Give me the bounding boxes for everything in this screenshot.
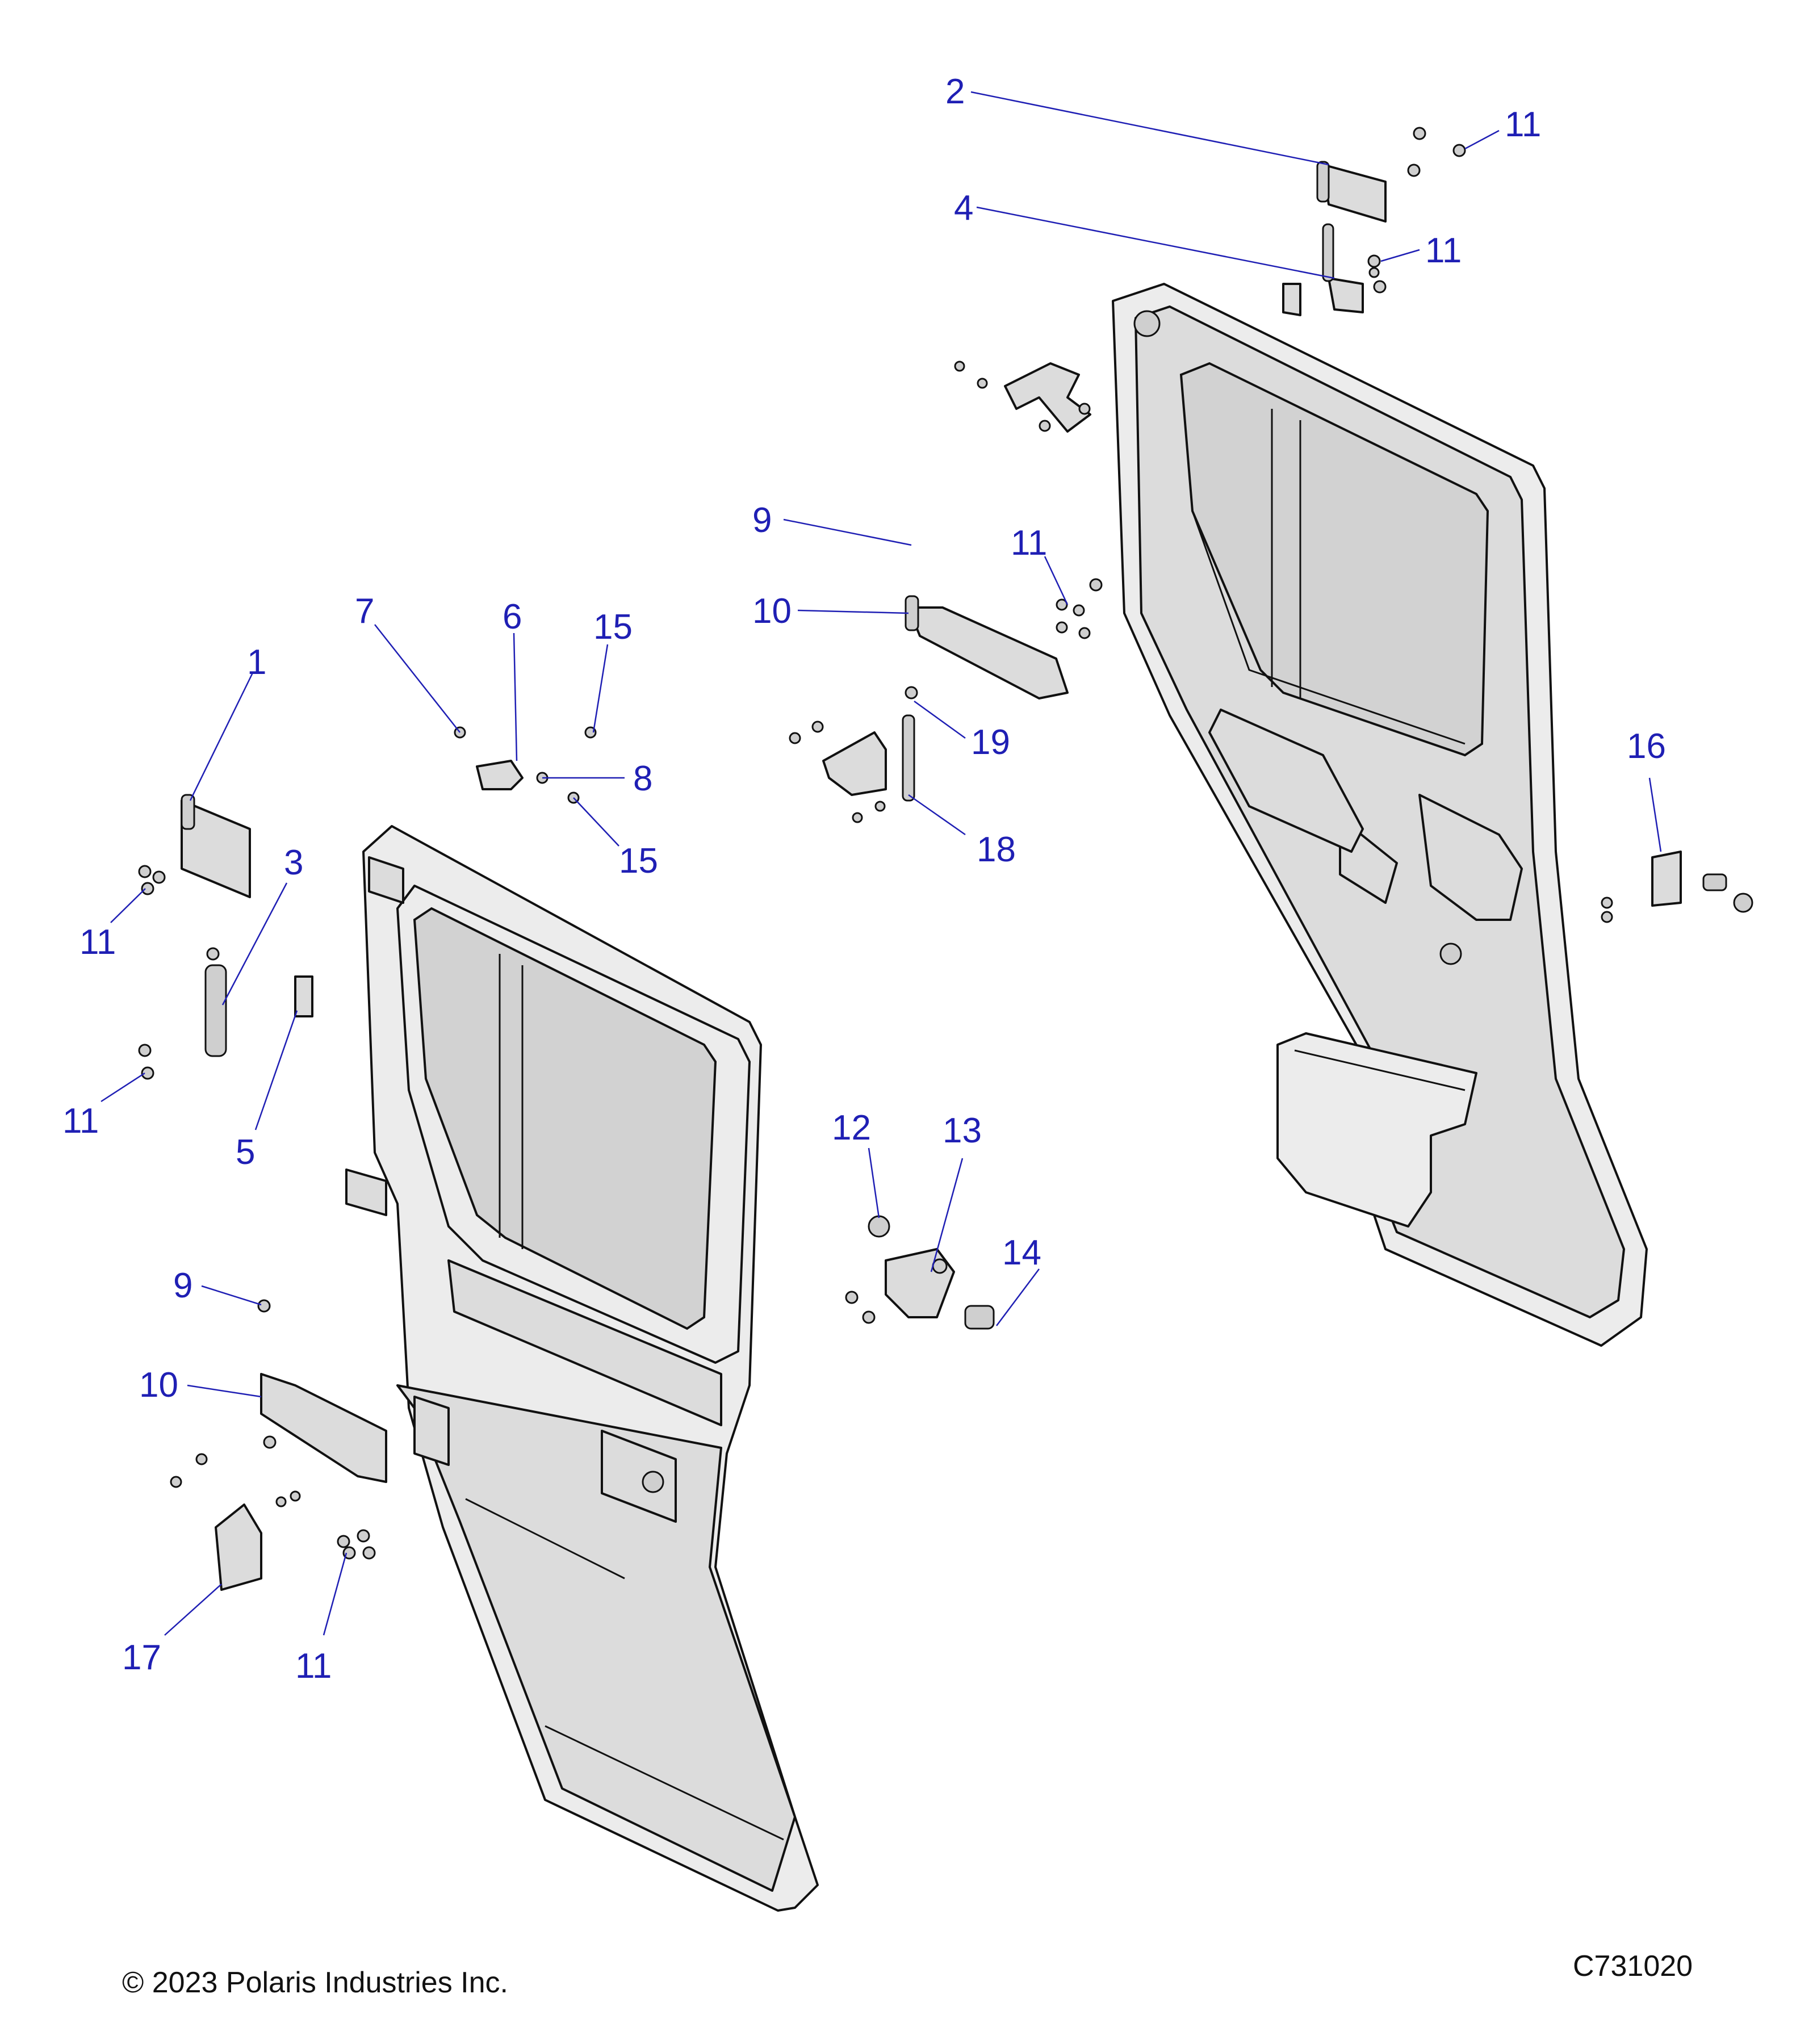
rear-door-assembly	[1112, 283, 1648, 1347]
front-door-hinge-pad-lower	[413, 1396, 450, 1466]
callout-15: 15	[593, 608, 633, 647]
front-door-window	[413, 907, 717, 1330]
front-door-belt-trim	[447, 1259, 722, 1426]
nut-12	[868, 1215, 890, 1238]
front-door-assembly	[345, 825, 819, 1912]
rear-door-armrest	[1208, 709, 1364, 853]
callout-11: 11	[1505, 105, 1541, 144]
leader-lines	[101, 91, 1662, 1636]
callout-2: 2	[945, 72, 965, 111]
callout-11: 11	[295, 1647, 332, 1686]
striker-13	[885, 1248, 955, 1318]
front-door-hinge-pad-upper	[368, 856, 404, 904]
callout-18: 18	[977, 830, 1016, 869]
hinge-18	[822, 714, 915, 802]
callout-3: 3	[284, 843, 303, 882]
hinge-strap-10-upper	[905, 595, 1069, 700]
callout-9: 9	[173, 1266, 192, 1305]
hinge-pin-3	[204, 964, 227, 1057]
fasteners	[138, 127, 1613, 1560]
latch-6	[476, 760, 524, 790]
plate-5	[294, 975, 313, 1017]
callout-11: 11	[1011, 523, 1047, 563]
callout-12: 12	[832, 1108, 871, 1147]
drawing-number: C731020	[1573, 1950, 1693, 1983]
hinge-strap-10-lower	[260, 1373, 387, 1483]
copyright-notice: © 2023 Polaris Industries Inc.	[122, 1966, 508, 1999]
callout-17: 17	[122, 1638, 161, 1677]
callout-11: 11	[79, 923, 116, 962]
callout-8: 8	[633, 759, 652, 798]
callout-7: 7	[355, 592, 374, 631]
hinge-4	[1282, 223, 1364, 316]
callout-1: 1	[247, 643, 266, 682]
hinge-2	[1316, 161, 1387, 223]
front-door-side-pocket	[345, 1168, 387, 1216]
callout-14: 14	[1002, 1233, 1041, 1272]
callout-11: 11	[1425, 231, 1462, 270]
bushing-14	[964, 1305, 995, 1330]
door-check-17	[215, 1503, 262, 1591]
front-door-exterior-handle	[601, 1430, 677, 1523]
callout-19: 19	[971, 723, 1010, 762]
bracket-16	[1651, 851, 1753, 913]
bracket-s-hook	[1004, 362, 1091, 433]
callout-4: 4	[954, 189, 973, 228]
rear-door-window	[1179, 362, 1489, 757]
callout-6: 6	[503, 597, 522, 636]
callout-labels: 2 11 4 11 9 11 10 19 18 16 7 6 15 8 15 1…	[62, 72, 1666, 1686]
callout-11: 11	[62, 1101, 99, 1141]
rear-door-latch-housing	[1418, 794, 1523, 921]
callout-9: 9	[752, 501, 772, 540]
callout-13: 13	[943, 1111, 982, 1150]
callout-10: 10	[139, 1366, 178, 1405]
hinge-1	[181, 794, 251, 898]
callout-10: 10	[752, 592, 792, 631]
callout-5: 5	[236, 1133, 255, 1172]
callout-16: 16	[1627, 727, 1666, 766]
callout-15: 15	[619, 841, 658, 881]
